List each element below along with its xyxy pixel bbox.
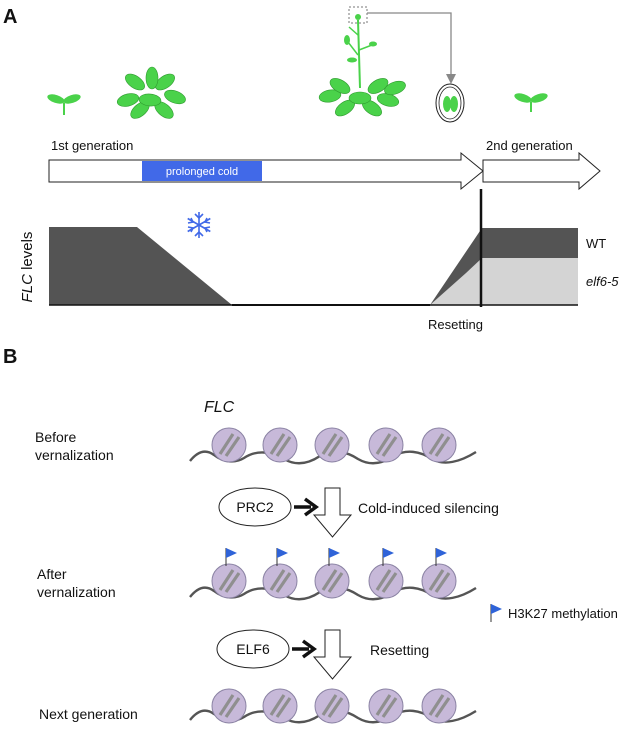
chromatin-next-generation: [189, 687, 477, 725]
seedling-icon: [47, 94, 81, 115]
wt-label: WT: [586, 236, 606, 251]
second-generation-label: 2nd generation: [486, 138, 573, 153]
seed-arrow: [367, 12, 456, 84]
h3k27-flag-icon: [490, 603, 503, 623]
prc2-ellipse: [218, 487, 292, 527]
next-generation-label: Next generation: [39, 706, 138, 722]
panel-b-label: B: [3, 346, 17, 368]
flowering-plant-icon: [317, 6, 408, 120]
flc-gene-label: FLC: [204, 399, 235, 416]
prolonged-cold-bar: [142, 161, 262, 181]
resetting-label-b: Resetting: [370, 642, 429, 658]
first-generation-label: 1st generation: [51, 138, 133, 153]
chromatin-before-vernalization: [189, 426, 477, 465]
wt-first-generation-area: [49, 227, 232, 305]
chromatin-after-vernalization: [189, 547, 477, 601]
after-vernalization-line1: After: [37, 566, 67, 582]
seed-icon: [435, 83, 465, 123]
snowflake-icon: [187, 212, 211, 238]
prolonged-cold-label: prolonged cold: [166, 166, 238, 178]
silencing-down-arrow: [312, 487, 353, 538]
elf6-5-label: elf6-5: [586, 274, 619, 289]
resetting-down-arrow: [312, 629, 353, 680]
wt-level-area: [430, 228, 578, 305]
h3k27-methylation-label: H3K27 methylation: [508, 606, 618, 621]
resetting-label-a: Resetting: [428, 317, 483, 332]
before-vernalization-line2: vernalization: [35, 447, 114, 463]
second-generation-arrow: [482, 151, 601, 191]
seedling-icon: [514, 93, 548, 112]
elf6-arrow-icon: [292, 639, 317, 659]
prc2-arrow-icon: [294, 497, 319, 517]
flc-levels-plot: [49, 189, 578, 307]
before-vernalization-line1: Before: [35, 429, 76, 445]
mutant-level-area: [430, 258, 578, 305]
first-generation-arrow: [48, 151, 484, 191]
elf6-ellipse: [216, 629, 290, 669]
elf6-label: ELF6: [236, 641, 270, 657]
y-axis-label: FLC levels: [19, 232, 36, 303]
panel-a-label: A: [3, 6, 17, 28]
rosette-plant-icon: [115, 66, 188, 122]
cold-induced-silencing-label: Cold-induced silencing: [358, 500, 499, 516]
after-vernalization-line2: vernalization: [37, 584, 116, 600]
prc2-label: PRC2: [236, 499, 274, 515]
